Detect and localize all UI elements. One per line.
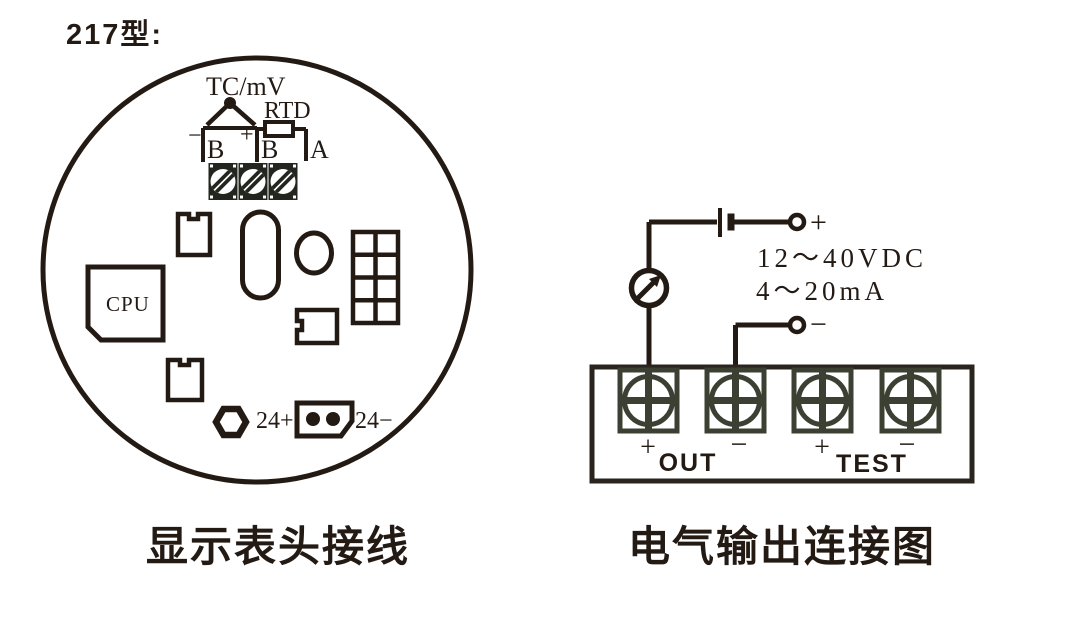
voltage-range-label: 12～40VDC [757, 243, 927, 273]
ammeter-needle [635, 280, 656, 301]
enclosure-circle [40, 55, 474, 485]
polarity-minus-label: − [188, 123, 202, 149]
right-caption: 电气输出连接图 [628, 523, 936, 570]
dip-socket-grid [350, 229, 401, 326]
terminal-b2-label: B [261, 135, 278, 164]
label-24-plus: 24+ [256, 408, 294, 434]
tc-leg-left [205, 101, 232, 127]
terminal-a-label: A [310, 135, 329, 164]
oval-cutout [240, 209, 281, 301]
hex-nut [212, 405, 250, 439]
screw-terminal-b1 [209, 163, 238, 200]
power-connector-outline [294, 400, 355, 439]
test-minus-label: − [899, 428, 916, 461]
out-plus-label: + [640, 432, 656, 463]
screw-terminal-a [269, 163, 298, 200]
power-pin-1 [306, 412, 320, 426]
label-24-minus: 24− [355, 408, 393, 434]
connector-notched-top [175, 211, 213, 258]
screw-out-minus [707, 370, 764, 431]
electrical-output-diagram: + − 12～40VDC 4～20mA + OUT − + TEST − 电气输… [589, 206, 975, 570]
rtd-resistor-symbol [263, 120, 295, 138]
polarity-plus-label: + [240, 122, 254, 148]
power-connector-24v: 24+ 24− [256, 400, 393, 439]
connector-notched-bottom [165, 357, 205, 403]
supply-plus-terminal [787, 212, 807, 232]
sensor-terminal-block [209, 163, 298, 200]
rtd-label: RTD [264, 98, 311, 124]
screw-out-plus [620, 370, 677, 431]
tc-mv-label: TC/mV [206, 72, 286, 101]
supply-minus-terminal [787, 315, 807, 335]
out-minus-label: − [731, 428, 748, 461]
screw-test-minus [882, 370, 939, 431]
power-pin-2 [326, 412, 340, 426]
test-label: TEST [836, 450, 908, 478]
cpu-label: CPU [106, 292, 150, 316]
current-range-label: 4～20mA [756, 276, 888, 306]
supply-plus-label: + [810, 206, 827, 239]
ammeter-symbol [628, 267, 670, 309]
screw-terminal-b2 [239, 163, 268, 200]
round-hole [294, 230, 334, 276]
test-plus-label: + [814, 432, 830, 463]
pcb-components [85, 209, 401, 439]
supply-minus-label: − [810, 308, 827, 341]
display-head-diagram: TC/mV RTD − + B B A [40, 55, 474, 570]
tc-leg-right [228, 101, 257, 127]
screw-test-plus [794, 370, 851, 431]
terminal-block-outline [589, 364, 975, 484]
connector-notched-left [294, 307, 340, 346]
ammeter-needle-arrowhead [649, 275, 661, 287]
output-terminal-block: + OUT − + TEST − [589, 364, 975, 484]
cpu-chip-outline [85, 264, 166, 343]
out-label: OUT [659, 449, 718, 477]
sensor-input-schematic: TC/mV RTD − + B B A [188, 72, 329, 164]
page-title: 217型: [66, 18, 163, 51]
left-caption: 显示表头接线 [146, 523, 410, 570]
terminal-b1-label: B [207, 135, 224, 164]
